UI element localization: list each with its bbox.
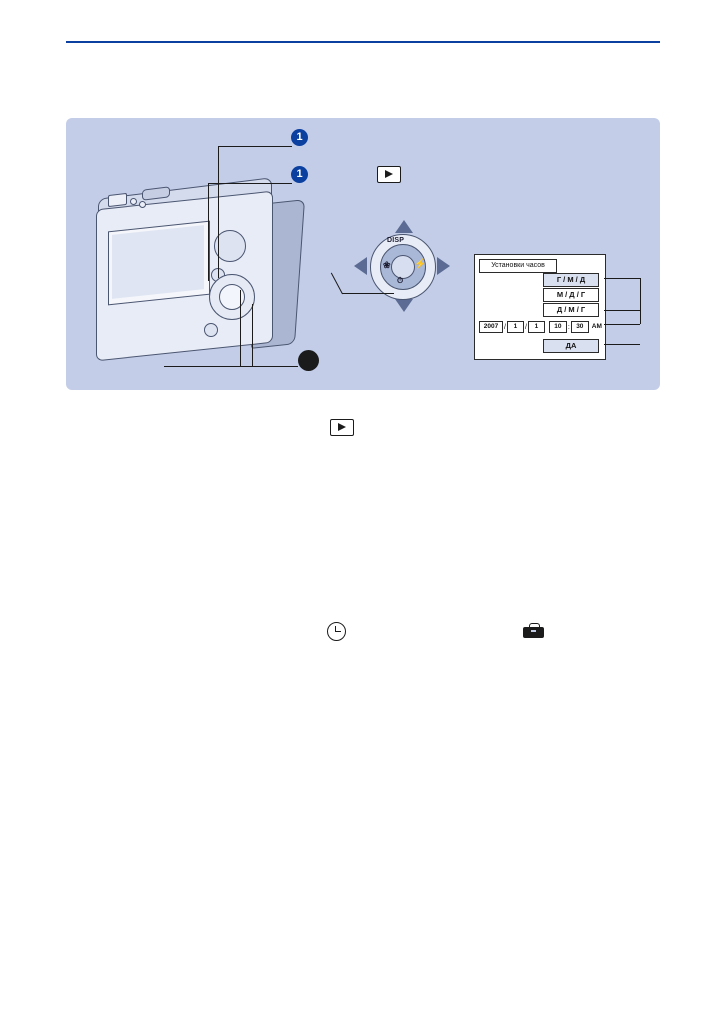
time-separator: : (567, 323, 570, 331)
year-field[interactable]: 2007 (479, 321, 503, 333)
setup-icon-slot (531, 630, 536, 633)
leader-line-lcd-1 (604, 278, 640, 280)
clock-settings-dialog: Установки часов Г / М / Д М / Д / Г Д / … (474, 254, 606, 360)
leader-line-lcd-1v (640, 278, 642, 310)
leader-line-lcd-3v (640, 310, 642, 324)
camera-mode-dial (214, 230, 246, 262)
leader-line-lcd-2 (604, 310, 640, 312)
playback-button-inline-icon (330, 419, 354, 436)
callout-badge-1-lower: 1 (291, 166, 308, 183)
leader-line-wheel (342, 293, 394, 295)
wheel-down-arrow-icon (395, 299, 413, 312)
camera-illustration (86, 177, 316, 363)
month-field[interactable]: 1 (506, 321, 524, 333)
camera-viewfinder (108, 192, 127, 208)
wheel-up-arrow-icon (395, 220, 413, 233)
callout-badge-1-top: 1 (291, 129, 308, 146)
leader-line-v1 (218, 146, 220, 278)
leader-line-h3 (164, 366, 240, 368)
macro-flower-icon: ❀ (383, 260, 391, 270)
meridiem-field[interactable]: AM (589, 322, 604, 332)
dialog-title: Установки часов (479, 259, 557, 273)
leader-line-h1 (218, 146, 292, 148)
leader-line-wheel-diag (330, 272, 344, 295)
wheel-center-button (391, 255, 415, 279)
hour-field[interactable]: 10 (548, 321, 567, 333)
confirm-button[interactable]: ДА (543, 339, 599, 353)
illustration-panel: DISP ❀ ⚡ ⏱ Установки часов Г / М / Д М /… (66, 118, 660, 390)
wheel-right-arrow-icon (437, 257, 450, 275)
date-separator-1: / (504, 323, 506, 331)
day-field[interactable]: 1 (527, 321, 545, 333)
callout-dot (298, 350, 319, 371)
control-wheel-diagram: DISP ❀ ⚡ ⏱ (354, 220, 450, 312)
wheel-disp-label: DISP (387, 237, 405, 244)
leader-line-v4 (252, 304, 254, 366)
setup-icon-body (523, 627, 544, 638)
flash-bolt-icon: ⚡ (414, 259, 427, 270)
date-format-option-dmy[interactable]: Д / М / Г (543, 303, 599, 317)
date-separator-2: / (524, 323, 527, 331)
camera-led-1 (130, 198, 137, 205)
camera-led-2 (139, 201, 146, 208)
playback-button-icon (377, 166, 401, 183)
leader-line-v2 (208, 183, 210, 281)
clock-icon (327, 622, 346, 641)
date-format-option-ymd[interactable]: Г / М / Д (543, 273, 599, 287)
leader-line-lcd-3 (604, 324, 640, 326)
minute-field[interactable]: 30 (570, 321, 589, 333)
leader-line-h4 (240, 366, 298, 368)
datetime-row: 2007 / 1 / 1 . 10 : 30 AM (479, 321, 604, 333)
leader-line-h2 (208, 183, 292, 185)
page-header-rule (66, 41, 660, 43)
toolbox-setup-icon (523, 623, 544, 638)
setup-icon-handle (529, 623, 540, 630)
wheel-left-arrow-icon (354, 257, 367, 275)
self-timer-clock-icon: ⏱ (397, 276, 404, 285)
camera-menu-button (204, 323, 218, 337)
leader-line-v3 (240, 290, 242, 367)
date-format-option-mdy[interactable]: М / Д / Г (543, 288, 599, 302)
leader-line-lcd-4 (604, 344, 640, 346)
camera-lcd-surface (112, 225, 204, 299)
